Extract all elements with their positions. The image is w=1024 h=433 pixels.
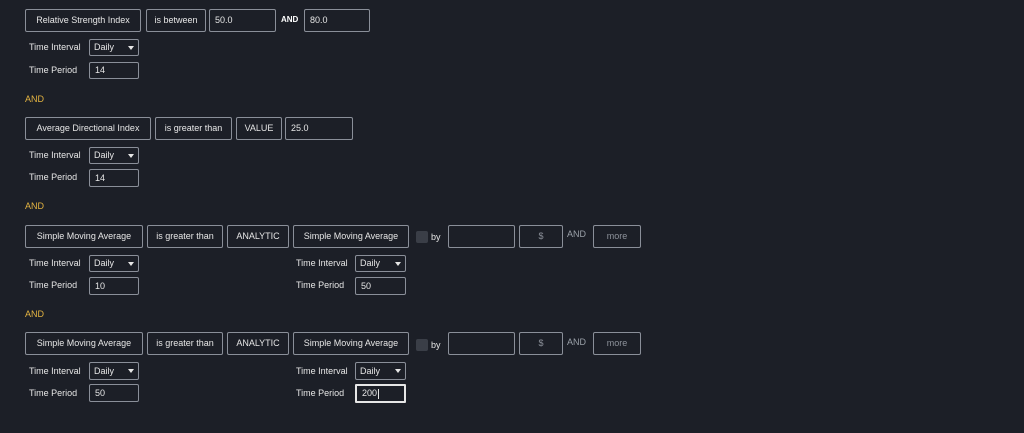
indicator-select-1[interactable]: Relative Strength Index — [25, 9, 141, 32]
operator-select-4[interactable]: is greater than — [147, 332, 223, 355]
value-text: 25.0 — [291, 123, 309, 133]
compare-time-interval-select-3[interactable]: Daily — [355, 255, 406, 272]
more-input-4[interactable]: more — [593, 332, 641, 355]
mode-select-4[interactable]: ANALYTIC — [227, 332, 289, 355]
text-cursor — [378, 388, 380, 399]
indicator-select-4[interactable]: Simple Moving Average — [25, 332, 143, 355]
time-period-value: 14 — [95, 65, 106, 75]
mode-label: ANALYTIC — [236, 338, 280, 348]
time-period-value: 50 — [95, 387, 106, 398]
time-period-label: Time Period — [29, 65, 78, 75]
time-period-label: Time Period — [29, 172, 78, 182]
join-and-label-1: AND — [25, 94, 45, 104]
time-period-input-1[interactable]: 14 — [89, 62, 139, 79]
compare-time-period-input-3[interactable]: 50 — [355, 277, 406, 295]
time-interval-select-2[interactable]: Daily — [89, 147, 139, 164]
operator-select-3[interactable]: is greater than — [147, 225, 223, 248]
time-period-value: 200 — [362, 388, 378, 398]
compare-time-period-input-4[interactable]: 200 — [355, 384, 406, 403]
by-label: by — [431, 232, 441, 242]
time-interval-label: Time Interval — [29, 150, 81, 160]
by-value-input-4[interactable] — [448, 332, 515, 355]
time-period-value: 50 — [361, 280, 372, 291]
time-interval-select-1[interactable]: Daily — [89, 39, 139, 56]
compare-indicator-select-3[interactable]: Simple Moving Average — [293, 225, 409, 248]
time-interval-value: Daily — [94, 258, 115, 268]
operator-label: is greater than — [156, 231, 214, 241]
chevron-down-icon — [128, 369, 134, 373]
compare-indicator-select-4[interactable]: Simple Moving Average — [293, 332, 409, 355]
time-period-label: Time Period — [29, 280, 78, 290]
by-value-input-3[interactable] — [448, 225, 515, 248]
indicator-label: Relative Strength Index — [36, 15, 130, 25]
by-and-label: AND — [567, 337, 587, 347]
value-low-input[interactable]: 50.0 — [209, 9, 276, 32]
operator-label: is between — [154, 15, 198, 25]
time-period-input-4[interactable]: 50 — [89, 384, 139, 402]
time-period-value: 10 — [95, 280, 106, 291]
mode-select-2[interactable]: VALUE — [236, 117, 282, 140]
value-high-input[interactable]: 80.0 — [304, 9, 370, 32]
chevron-down-icon — [128, 153, 134, 158]
join-and-label-3: AND — [25, 309, 45, 319]
time-interval-value: Daily — [94, 150, 115, 160]
indicator-label: Average Directional Index — [36, 123, 140, 133]
chevron-down-icon — [395, 261, 401, 266]
chevron-down-icon — [395, 369, 401, 373]
time-interval-label: Time Interval — [29, 258, 81, 268]
by-and-label: AND — [567, 229, 587, 239]
indicator-select-3[interactable]: Simple Moving Average — [25, 225, 143, 248]
time-period-input-2[interactable]: 14 — [89, 169, 139, 187]
compare-time-interval-select-4[interactable]: Daily — [355, 362, 406, 380]
compare-time-period-label: Time Period — [296, 388, 345, 398]
by-checkbox-3[interactable] — [416, 231, 428, 243]
time-interval-label: Time Interval — [29, 366, 81, 376]
time-interval-select-3[interactable]: Daily — [89, 255, 139, 272]
operator-label: is greater than — [156, 338, 214, 348]
time-interval-value: Daily — [94, 365, 115, 376]
mode-select-3[interactable]: ANALYTIC — [227, 225, 289, 248]
mode-label: ANALYTIC — [236, 231, 280, 241]
time-period-value: 14 — [95, 172, 106, 183]
time-interval-value: Daily — [360, 258, 381, 268]
indicator-select-2[interactable]: Average Directional Index — [25, 117, 151, 140]
time-interval-value: Daily — [94, 42, 115, 52]
operator-label: is greater than — [164, 123, 223, 133]
dollar-input-4[interactable]: $ — [519, 332, 563, 355]
time-period-input-3[interactable]: 10 — [89, 277, 139, 295]
time-period-label: Time Period — [29, 388, 78, 398]
value-high-text: 80.0 — [310, 15, 328, 25]
more-placeholder: more — [606, 231, 628, 241]
time-interval-select-4[interactable]: Daily — [89, 362, 139, 380]
compare-time-interval-label: Time Interval — [296, 366, 348, 376]
more-input-3[interactable]: more — [593, 225, 641, 248]
operator-select-2[interactable]: is greater than — [155, 117, 232, 140]
chevron-down-icon — [128, 45, 134, 50]
compare-time-interval-label: Time Interval — [296, 258, 348, 268]
compare-time-period-label: Time Period — [296, 280, 345, 290]
indicator-label: Simple Moving Average — [36, 231, 132, 241]
value-low-text: 50.0 — [215, 15, 233, 25]
dollar-placeholder: $ — [538, 231, 544, 241]
mode-label: VALUE — [244, 123, 274, 133]
between-and-label: AND — [281, 15, 299, 24]
dollar-input-3[interactable]: $ — [519, 225, 563, 248]
value-input-2[interactable]: 25.0 — [285, 117, 353, 140]
compare-indicator-label: Simple Moving Average — [303, 338, 399, 348]
by-checkbox-4[interactable] — [416, 339, 428, 351]
dollar-placeholder: $ — [538, 338, 544, 348]
time-interval-label: Time Interval — [29, 42, 81, 52]
chevron-down-icon — [128, 261, 134, 266]
operator-select-1[interactable]: is between — [146, 9, 206, 32]
join-and-label-2: AND — [25, 201, 45, 211]
compare-indicator-label: Simple Moving Average — [303, 231, 399, 241]
time-interval-value: Daily — [360, 365, 381, 376]
more-placeholder: more — [606, 338, 628, 348]
by-label: by — [431, 340, 441, 350]
indicator-label: Simple Moving Average — [36, 338, 132, 348]
